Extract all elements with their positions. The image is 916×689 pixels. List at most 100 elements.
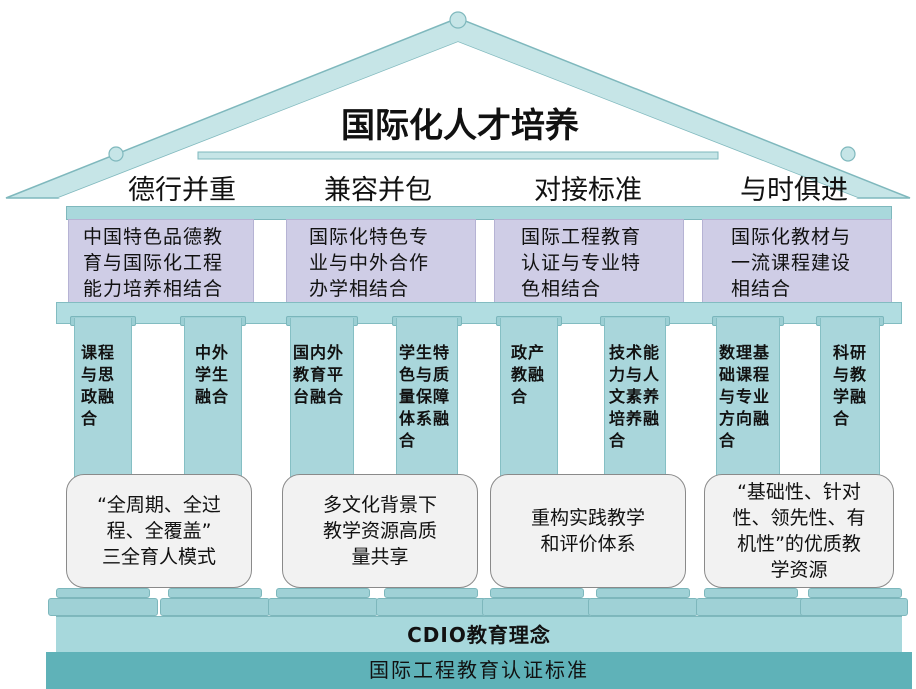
column-base	[268, 598, 378, 616]
col-line: 数理基	[719, 343, 771, 362]
column-4b: 科研 与教 学融 合	[820, 318, 880, 478]
column-2b: 学生特 色与质 量保障 体系融 合	[396, 318, 458, 478]
desc-line: 国际化教材与	[731, 226, 852, 248]
pillar-title-4: 与时俱进	[740, 175, 848, 206]
col-line: 课程	[81, 343, 116, 362]
title-underline	[197, 151, 719, 160]
cloud-line: “全周期、全过	[97, 494, 221, 516]
column-base	[56, 588, 150, 598]
column-4a: 数理基 础课程 与专业 方向融 合	[716, 318, 780, 478]
desc-line: 相结合	[731, 278, 792, 300]
cloud-line: 量共享	[351, 546, 409, 568]
column-1a: 课程 与思 政融 合	[74, 318, 132, 478]
col-line: 政产	[511, 343, 546, 362]
col-line: 学融	[833, 387, 868, 406]
col-line: 学生特	[399, 343, 451, 362]
pillar-title-3: 对接标准	[534, 175, 642, 206]
col-line: 合	[833, 409, 851, 428]
foundation-cdio: CDIO教育理念	[56, 616, 902, 652]
roof-left-ball	[108, 146, 124, 162]
pillar-desc-3: 国际工程教育 认证与专业特 色相结合	[494, 219, 684, 303]
col-line: 学生	[195, 365, 230, 384]
pillar-cloud-3: 重构实践教学 和评价体系	[490, 474, 686, 588]
beam	[56, 302, 902, 324]
column-base	[482, 598, 592, 616]
pillar-cloud-4: “基础性、针对 性、领先性、有 机性”的优质教 学资源	[704, 474, 894, 588]
col-line: 力与人	[609, 365, 661, 384]
col-line: 量保障	[399, 387, 451, 406]
column-base	[596, 588, 690, 598]
pillar-desc-2: 国际化特色专 业与中外合作 办学相结合	[286, 219, 476, 303]
desc-line: 国际工程教育	[521, 226, 642, 248]
entablature-band	[66, 206, 892, 220]
column-base	[800, 598, 908, 616]
cloud-line: 性、领先性、有	[732, 507, 866, 529]
col-line: 科研	[833, 343, 868, 362]
cloud-line: 重构实践教学	[530, 507, 645, 529]
col-line: 方向融	[719, 409, 771, 428]
col-line: 教融	[511, 365, 546, 384]
pillar-cloud-1: “全周期、全过 程、全覆盖” 三全育人模式	[66, 474, 252, 588]
cloud-line: 教学资源高质	[322, 520, 437, 542]
desc-line: 育与国际化工程	[83, 252, 224, 274]
col-line: 教育平	[293, 365, 345, 384]
col-line: 合	[399, 431, 417, 450]
column-base	[384, 588, 478, 598]
column-base	[48, 598, 158, 616]
column-base	[376, 598, 486, 616]
pillar-desc-4: 国际化教材与 一流课程建设 相结合	[702, 219, 892, 303]
column-base	[160, 598, 270, 616]
col-line: 国内外	[293, 343, 345, 362]
col-line: 融合	[195, 387, 230, 406]
desc-line: 认证与专业特	[521, 252, 642, 274]
col-line: 合	[511, 387, 529, 406]
cloud-line: 机性”的优质教	[737, 533, 861, 555]
col-line: 色与质	[399, 365, 451, 384]
desc-line: 一流课程建设	[731, 252, 852, 274]
cloud-line: 学资源	[770, 559, 828, 581]
column-3a: 政产 教融 合	[500, 318, 558, 478]
roof-finial	[449, 11, 467, 29]
cloud-line: “基础性、针对	[737, 481, 861, 503]
col-line: 合	[719, 431, 737, 450]
roof-right-ball	[840, 146, 856, 162]
main-title: 国际化人才培养	[341, 106, 579, 146]
col-line: 技术能	[609, 343, 661, 362]
column-base	[588, 598, 698, 616]
desc-line: 色相结合	[521, 278, 602, 300]
column-3b: 技术能 力与人 文素养 培养融 合	[604, 318, 666, 478]
column-base	[696, 598, 806, 616]
cloud-line: 程、全覆盖”	[106, 520, 212, 542]
column-base	[808, 588, 902, 598]
column-base	[276, 588, 370, 598]
pillar-title-1: 德行并重	[128, 175, 236, 206]
desc-line: 办学相结合	[309, 278, 410, 300]
cloud-line: 三全育人模式	[101, 546, 216, 568]
column-base	[490, 588, 584, 598]
pillar-cloud-2: 多文化背景下 教学资源高质 量共享	[282, 474, 478, 588]
col-line: 培养融	[609, 409, 661, 428]
column-base	[704, 588, 798, 598]
desc-line: 中国特色品德教	[83, 226, 224, 248]
col-line: 文素养	[609, 387, 661, 406]
column-base	[168, 588, 262, 598]
col-line: 体系融	[399, 409, 451, 428]
col-line: 与思	[81, 365, 116, 384]
desc-line: 能力培养相结合	[83, 278, 224, 300]
column-1b: 中外 学生 融合	[184, 318, 242, 478]
cloud-line: 多文化背景下	[322, 494, 437, 516]
cloud-line: 和评价体系	[540, 533, 636, 555]
foundation-standard: 国际工程教育认证标准	[46, 652, 912, 689]
col-line: 合	[609, 431, 627, 450]
pillar-desc-1: 中国特色品德教 育与国际化工程 能力培养相结合	[68, 219, 254, 303]
column-2a: 国内外 教育平 台融合	[290, 318, 354, 478]
col-line: 础课程	[719, 365, 771, 384]
pillar-title-2: 兼容并包	[324, 175, 432, 206]
col-line: 与专业	[719, 387, 771, 406]
col-line: 政融	[81, 387, 116, 406]
col-line: 与教	[833, 365, 868, 384]
desc-line: 业与中外合作	[309, 252, 430, 274]
col-line: 中外	[195, 343, 230, 362]
desc-line: 国际化特色专	[309, 226, 430, 248]
